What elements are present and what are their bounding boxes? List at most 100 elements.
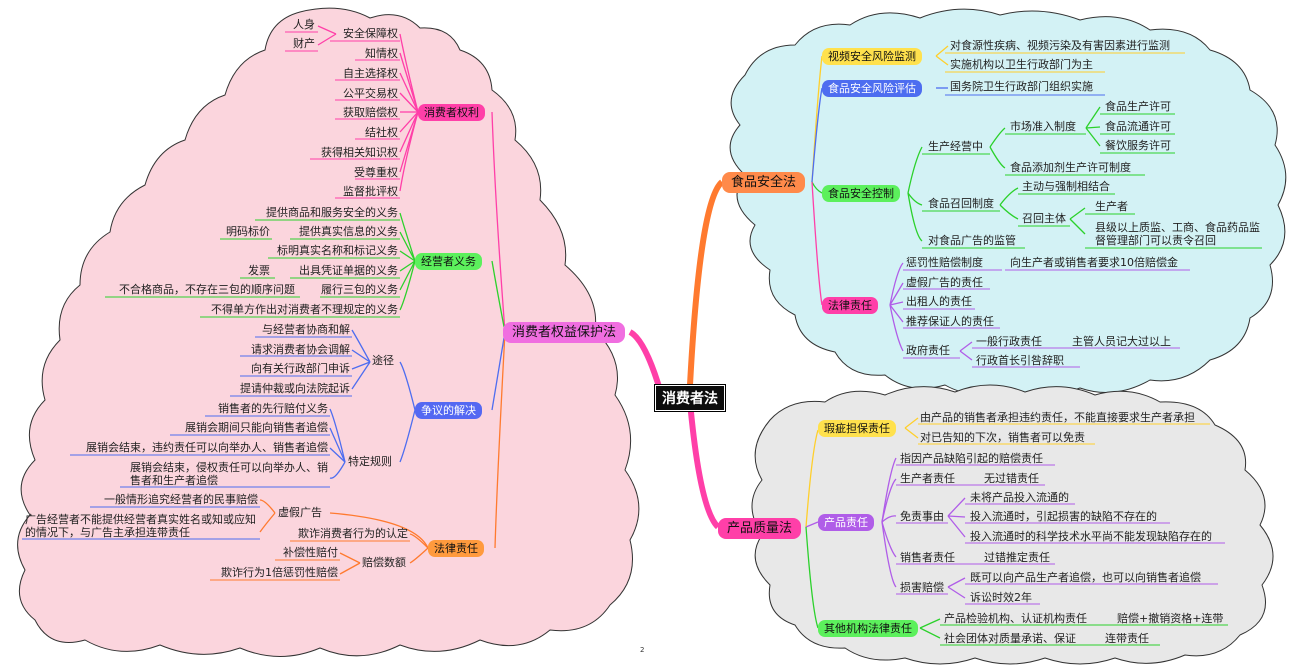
monitoring-node[interactable]: 视频安全风险监测 bbox=[822, 48, 922, 65]
permit-item: 餐饮服务许可 bbox=[1105, 139, 1171, 152]
ways-label: 途径 bbox=[372, 354, 394, 367]
permit-item: 食品流通许可 bbox=[1105, 120, 1171, 133]
way-item: 向有关行政部门申诉 bbox=[251, 362, 350, 375]
food-liability-item: 推荐保证人的责任 bbox=[906, 315, 994, 328]
root-to-left bbox=[628, 329, 663, 391]
compensation-label: 赔偿数额 bbox=[362, 556, 406, 569]
recall-subject-item: 县级以上质监、工商、食品药品监督管理部门可以责令召回 bbox=[1095, 221, 1260, 247]
damage-item: 既可以向产品生产者追偿，也可以向销售者追偿 bbox=[970, 571, 1201, 584]
other-row-label: 社会团体对质量承诺、保证 bbox=[944, 632, 1076, 645]
duty-item: 履行三包的义务 bbox=[321, 283, 398, 296]
duty-sub: 不合格商品，不存在三包的顺序问题 bbox=[119, 283, 295, 296]
exemption-label: 免责事由 bbox=[900, 510, 944, 523]
compensation-item: 补偿性赔付 bbox=[283, 546, 338, 559]
false-ad-label: 虚假广告 bbox=[278, 506, 322, 519]
monitoring-item: 对食源性疾病、视频污染及有害因素进行监测 bbox=[950, 39, 1170, 52]
false-ad-item: 一般情形追究经营者的民事赔偿 bbox=[104, 493, 258, 506]
exemption-item: 投入流通时的科学技术水平尚不能发现缺陷存在的 bbox=[970, 530, 1212, 543]
security-property: 财产 bbox=[293, 37, 315, 50]
duty-sub: 发票 bbox=[248, 264, 270, 277]
other-row-detail: 连带责任 bbox=[1105, 632, 1149, 645]
food-liability-item: 出租人的责任 bbox=[906, 295, 972, 308]
producer-detail: 无过错责任 bbox=[984, 472, 1039, 485]
monitoring-item: 实施机构以卫生行政部门为主 bbox=[950, 58, 1093, 71]
gov-liability: 政府责任 bbox=[906, 344, 950, 357]
seller-liability: 销售者责任 bbox=[900, 551, 955, 564]
right-item: 获得相关知识权 bbox=[321, 146, 398, 159]
food-liability-node[interactable]: 法律责任 bbox=[822, 297, 878, 314]
other-row-detail: 赔偿+撤销资格+连带 bbox=[1117, 612, 1224, 625]
seller-detail: 过错推定责任 bbox=[984, 551, 1050, 564]
compensation-item: 欺诈行为1倍惩罚性赔偿 bbox=[221, 566, 338, 579]
disputes-node[interactable]: 争议的解决 bbox=[415, 402, 482, 419]
operator-duties-node[interactable]: 经营者义务 bbox=[415, 253, 482, 270]
special-item: 展销会结束，侵权责任可以向举办人、销售者和生产者追偿 bbox=[130, 461, 328, 487]
permit-item: 食品生产许可 bbox=[1105, 100, 1171, 113]
right-item: 监督批评权 bbox=[343, 185, 398, 198]
additive-permit: 食品添加剂生产许可制度 bbox=[1010, 161, 1131, 174]
right-item: 知情权 bbox=[365, 47, 398, 60]
right-item: 受尊重权 bbox=[354, 166, 398, 179]
other-row-label: 产品检验机构、认证机构责任 bbox=[944, 612, 1087, 625]
security-person: 人身 bbox=[293, 18, 315, 31]
gov-head: 行政首长引咎辞职 bbox=[976, 354, 1064, 367]
market-access: 市场准入制度 bbox=[1010, 120, 1076, 133]
exemption-item: 未将产品投入流通的 bbox=[970, 491, 1069, 504]
special-item: 展销会期间只能向销售者追偿 bbox=[185, 421, 328, 434]
special-rules-label: 特定规则 bbox=[348, 455, 392, 468]
duty-sub: 明码标价 bbox=[226, 225, 270, 238]
fraud-item: 欺诈消费者行为的认定 bbox=[298, 527, 408, 540]
left-cloud bbox=[17, 7, 640, 657]
false-ad-item: 广告经营者不能提供经营者真实姓名或知或应知的情况下，与广告主承担连带责任 bbox=[25, 513, 256, 539]
special-item: 展销会结束，违约责任可以向举办人、销售者追偿 bbox=[86, 441, 328, 454]
product-liability-node[interactable]: 产品责任 bbox=[818, 514, 874, 531]
security-right: 安全保障权 bbox=[343, 27, 398, 40]
warranty-item: 对已告知的下次，销售者可以免责 bbox=[920, 431, 1085, 444]
duty-item: 提供商品和服务安全的义务 bbox=[266, 206, 398, 219]
duty-item: 提供真实信息的义务 bbox=[299, 225, 398, 238]
gov-general-detail: 主管人员记大过以上 bbox=[1072, 335, 1171, 348]
root-to-product bbox=[687, 401, 721, 530]
damage-item: 诉讼时效2年 bbox=[970, 591, 1032, 604]
food-liability-item: 虚假广告的责任 bbox=[906, 276, 983, 289]
warranty-item: 由产品的销售者承担违约责任，不能直接要求生产者承担 bbox=[920, 411, 1195, 424]
food-ad-supervision: 对食品广告的监管 bbox=[928, 234, 1016, 247]
left-liability-node[interactable]: 法律责任 bbox=[428, 540, 484, 557]
control-node[interactable]: 食品安全控制 bbox=[822, 185, 900, 202]
right-item: 获取赔偿权 bbox=[343, 106, 398, 119]
duty-item: 出具凭证单据的义务 bbox=[299, 264, 398, 277]
consumer-law-node[interactable]: 消费者权益保护法 bbox=[503, 322, 626, 343]
production-label: 生产经营中 bbox=[928, 140, 983, 153]
recall-subject: 召回主体 bbox=[1022, 212, 1066, 225]
warranty-node[interactable]: 瑕疵担保责任 bbox=[818, 420, 896, 437]
right-item: 公平交易权 bbox=[343, 87, 398, 100]
special-item: 销售者的先行赔付义务 bbox=[218, 402, 328, 415]
defect-def: 指因产品缺陷引起的赔偿责任 bbox=[900, 452, 1043, 465]
food-safety-law-node[interactable]: 食品安全法 bbox=[722, 172, 806, 193]
bottom-right-cloud bbox=[751, 384, 1274, 665]
assessment-node[interactable]: 食品安全风险评估 bbox=[822, 80, 922, 97]
punitive-system: 惩罚性赔偿制度 bbox=[906, 256, 983, 269]
right-item: 结社权 bbox=[365, 126, 398, 139]
exemption-item: 投入流通时，引起损害的缺陷不存在的 bbox=[970, 510, 1157, 523]
root-node[interactable]: 消费者法 bbox=[655, 385, 725, 411]
assessment-item: 国务院卫生行政部门组织实施 bbox=[950, 80, 1093, 93]
consumer-rights-node[interactable]: 消费者权利 bbox=[418, 104, 485, 121]
duty-item: 不得单方作出对消费者不理规定的义务 bbox=[211, 303, 398, 316]
recall-combine: 主动与强制相结合 bbox=[1022, 180, 1110, 193]
product-quality-law-node[interactable]: 产品质量法 bbox=[718, 518, 802, 539]
recall-label: 食品召回制度 bbox=[928, 197, 994, 210]
punitive-detail: 向生产者或销售者要求10倍赔偿金 bbox=[1010, 256, 1178, 269]
way-item: 提请仲裁或向法院起诉 bbox=[240, 382, 350, 395]
way-item: 请求消费者协会调解 bbox=[251, 343, 350, 356]
damage-label: 损害赔偿 bbox=[900, 581, 944, 594]
other-agencies-node[interactable]: 其他机构法律责任 bbox=[818, 620, 918, 637]
right-item: 自主选择权 bbox=[343, 67, 398, 80]
gov-general: 一般行政责任 bbox=[976, 335, 1042, 348]
producer-liability: 生产者责任 bbox=[900, 472, 955, 485]
root-to-food bbox=[687, 179, 725, 386]
way-item: 与经营者协商和解 bbox=[262, 323, 350, 336]
duty-item: 标明真实名称和标记义务 bbox=[277, 244, 398, 257]
recall-subject-item: 生产者 bbox=[1095, 200, 1128, 213]
